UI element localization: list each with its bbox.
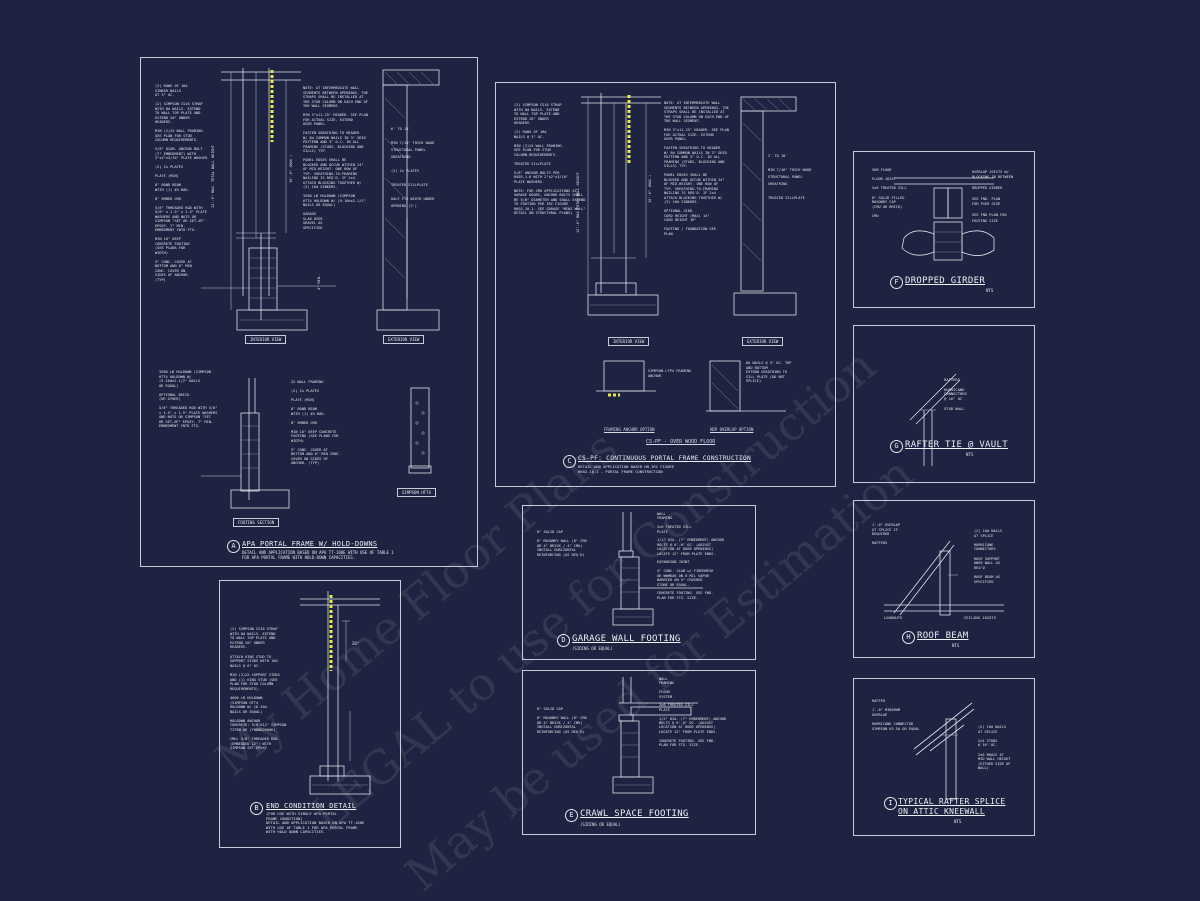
detail-d-badge: D [557, 634, 570, 647]
detail-c-floor-label: CS-PF - OVER WOOD FLOOR [646, 439, 716, 445]
detail-f-nts: NTS [986, 288, 994, 293]
detail-h-notes-bottom-right: CEILING JOISTS [964, 615, 997, 620]
detail-f-dropped-girder: SUB FLOOR FLOOR JOIST 2x6 TREATED SILL 8… [853, 151, 1035, 308]
detail-h-nts: NTS [952, 643, 960, 648]
detail-f-title: DROPPED GIRDER [905, 276, 986, 286]
detail-b-notes: (2) SIMPSON CS16 STRAP WITH 8d NAILS. EX… [230, 627, 287, 751]
detail-c-notes-option2: 8d NAILS @ 3" OC. TOP AND BOTTOM EXTEND … [746, 361, 792, 383]
detail-c-title: CS-PF: CONTINUOUS PORTAL FRAME CONSTRUCT… [578, 455, 752, 462]
detail-c-interior-view-label: INTERIOR VIEW [608, 337, 650, 346]
detail-b-end-condition: (2) SIMPSON CS16 STRAP WITH 8d NAILS. EX… [219, 580, 401, 848]
detail-i-nts: NTS [954, 819, 962, 824]
detail-a-apa-portal-frame: (2) ROWS OF 16d SINKER NAILS AT 3" OC. (… [140, 57, 478, 567]
detail-c-exterior-view-label: EXTERIOR VIEW [742, 337, 784, 346]
detail-i-title: TYPICAL RAFTER SPLICE [898, 797, 1006, 806]
detail-i-rafter-splice: RAFTER 1'-0" MINIMUM OVERLAP HURRICANE C… [853, 678, 1035, 836]
detail-i-title-line2: ON ATTIC KNEEWALL [898, 807, 985, 816]
detail-a-badge: A [227, 540, 240, 553]
detail-e-notes-right: WALL FRAMING FLOOR SYSTEM 2x6 TREATED SI… [659, 677, 727, 748]
detail-h-drawing [884, 540, 1004, 616]
detail-b-drawing [300, 591, 380, 795]
detail-a-dim-panel: 10'-0" (MAX.) [289, 154, 293, 183]
detail-d-notes-left: 8" SOLID CAP 8" MASONRY WALL (8" CMU OR … [537, 530, 587, 557]
detail-c-drawing [581, 93, 797, 412]
detail-c-notes-mid: NOTE: AT INTERMEDIATE WALL SEGMENTS BETW… [664, 101, 729, 236]
detail-a-product-label: SIMPSON HTT4 [397, 488, 436, 497]
detail-c-notes-left: (2) SIMPSON CS16 STRAP WITH 8d NAILS. EX… [514, 103, 586, 215]
detail-h-notes-left: 1'-0" OVERLAP AT SPLICE IF REQUIRED RAFT… [872, 523, 901, 546]
detail-c-notes-option: SIMPSON LTP4 FRAMING ANCHOR [648, 369, 692, 378]
detail-g-notes: RAFTERS HURRICANE CONNECTORS @ 16" OC ST… [944, 377, 967, 411]
detail-f-notes-right: OVERLAP JOISTS W/ BLOCKING IN BETWEEN DR… [972, 170, 1014, 223]
detail-h-notes-bottom-left: LOOKOUTS [884, 615, 903, 620]
detail-g-badge: G [890, 440, 903, 453]
detail-e-drawing [612, 677, 698, 794]
detail-b-badge: B [250, 802, 263, 815]
detail-e-notes-left: 8" SOLID CAP 8" MASONRY WALL (8" CMU OR … [537, 707, 587, 734]
detail-b-dim: 20" [352, 641, 360, 646]
detail-a-notes-mid: NOTE: AT INTERMEDIATE WALL SEGMENTS BETW… [303, 86, 368, 230]
detail-a-footing-section-label: FOOTING SECTION [233, 518, 280, 527]
detail-f-badge: F [890, 276, 903, 289]
detail-e-subtitle: (SIDING OR EQUAL) [580, 822, 621, 827]
detail-a-notes-left: (2) ROWS OF 16d SINKER NAILS AT 3" OC. (… [155, 84, 210, 282]
detail-a-subtitle: DETAIL AND APPLICATION BASED ON APA TT-1… [242, 550, 394, 560]
detail-i-notes-left: RAFTER 1'-0" MINIMUM OVERLAP HURRICANE C… [872, 699, 920, 731]
detail-a-dim-wall: 12'-0" MAX. TOTAL WALL HEIGHT [211, 145, 215, 208]
detail-a-notes-footing: 3300 LB HOLDOWN (SIMPSON HTT4 HOLDOWN W/… [159, 370, 218, 428]
detail-h-title: ROOF BEAM [917, 631, 969, 641]
detail-a-drawing [201, 68, 440, 509]
detail-a-title: APA PORTAL FRAME W/ HOLD-DOWNS [242, 540, 378, 548]
detail-g-rafter-tie-vault: RAFTERS HURRICANE CONNECTORS @ 16" OC ST… [853, 325, 1035, 483]
detail-h-badge: H [902, 631, 915, 644]
detail-c-option1-label: FRAMING ANCHOR OPTION [604, 427, 655, 432]
detail-a-exterior-view-label: EXTERIOR VIEW [383, 335, 425, 344]
detail-g-drawing [909, 373, 961, 466]
detail-c-notes-exterior: 2' TO 18' MIN 7/16" THICK WOOD STRUCTURA… [768, 154, 812, 200]
detail-e-badge: E [565, 809, 578, 822]
detail-c-badge: C [563, 455, 576, 468]
detail-c-option2-label: HDP OVERLAP OPTION [710, 427, 754, 432]
detail-i-drawing [913, 702, 975, 800]
detail-h-roof-beam: 1'-0" OVERLAP AT SPLICE IF REQUIRED RAFT… [853, 500, 1035, 658]
detail-d-subtitle: (SIDING OR EQUAL) [572, 646, 613, 651]
detail-a-notes-footing-right: 2X WALL FRAMING (2) 2x PLATES PLATE (MIN… [291, 380, 341, 465]
detail-d-notes-right: WALL FRAMING 2x6 TREATED SILL PLATE 1/2"… [657, 512, 725, 600]
detail-a-dim-min: 4" MIN. [317, 274, 321, 290]
detail-c-dim-panel: 10'-0" (MAX.) [648, 174, 652, 203]
detail-g-title: RAFTER TIE @ VAULT [905, 440, 1008, 450]
detail-i-notes-right: (2) 10d NAILS AT SPLICE 2x4 STUDS @ 16" … [978, 725, 1011, 771]
detail-f-notes-left: SUB FLOOR FLOOR JOIST 2x6 TREATED SILL 8… [872, 168, 907, 218]
detail-d-title: GARAGE WALL FOOTING [572, 634, 681, 644]
detail-f-drawing [894, 177, 995, 261]
detail-b-subtitle: (FOR USE WITH SINGLE APA PORTAL FRAME CO… [266, 811, 365, 835]
detail-e-title: CRAWL SPACE FOOTING [580, 809, 689, 819]
detail-d-garage-wall-footing: 8" SOLID CAP 8" MASONRY WALL (8" CMU OR … [522, 505, 756, 660]
detail-c-subtitle: DETAIL AND APPLICATION BASED ON IRC FIGU… [578, 464, 675, 474]
detail-b-title: END CONDITION DETAIL [266, 802, 357, 810]
detail-h-notes-right: (2) 10d NAILS AT SPLICE HURRICANE CONNEC… [974, 529, 1003, 584]
detail-g-nts: NTS [966, 452, 974, 457]
detail-c-dim-wall: 12'-0" MAX TOTAL WALL HEIGHT [576, 172, 580, 233]
detail-e-crawl-space-footing: 8" SOLID CAP 8" MASONRY WALL (8" CMU OR … [522, 670, 756, 835]
detail-c-continuous-portal-frame: (2) SIMPSON CS16 STRAP WITH 8d NAILS. EX… [495, 82, 836, 487]
detail-d-drawing [612, 512, 703, 626]
detail-a-interior-view-label: INTERIOR VIEW [245, 335, 287, 344]
detail-i-badge: I [884, 797, 897, 810]
detail-a-notes-exterior: 6' TO 18' MIN 7/16" THICK WOOD STRUCTURA… [391, 127, 435, 208]
